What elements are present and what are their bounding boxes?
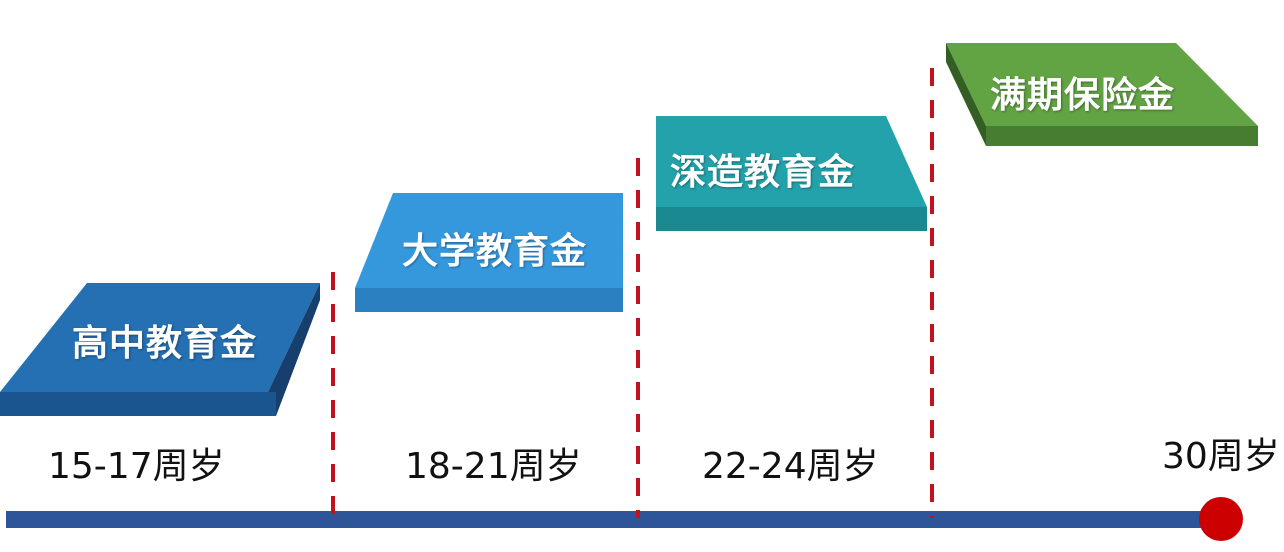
step-label-2: 大学教育金 (402, 231, 588, 272)
age-label-1: 15-17周岁 (48, 446, 225, 487)
step-block-1 (0, 283, 320, 416)
age-label-3: 22-24周岁 (702, 446, 879, 487)
step-block-3 (656, 116, 927, 231)
end-marker-dot (1199, 497, 1243, 541)
step-block-2 (355, 193, 623, 312)
age-label-2: 18-21周岁 (405, 446, 582, 487)
step-label-3: 深造教育金 (670, 152, 856, 193)
step-label-1: 高中教育金 (72, 323, 258, 364)
step-block-4 (946, 43, 1258, 146)
step-label-4: 满期保险金 (990, 75, 1176, 116)
timeline-bar (6, 511, 1216, 528)
age-label-4: 30周岁 (1162, 436, 1280, 477)
